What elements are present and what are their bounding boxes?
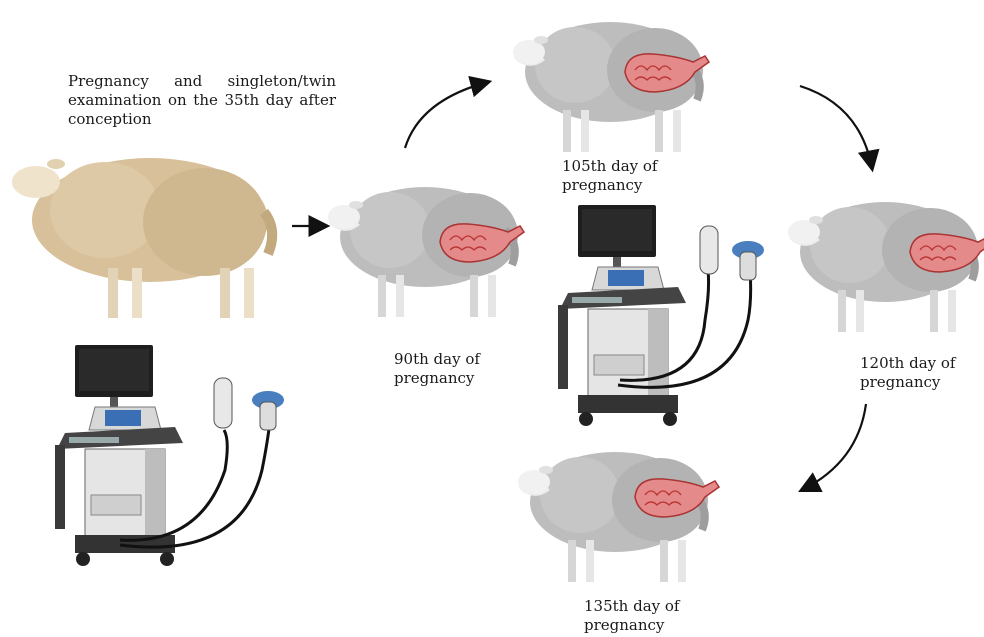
label-day135: 135th day of pregnancy [584,597,679,635]
sheep-day90 [328,187,524,317]
arrow-120-to-135 [802,404,866,490]
label-day105-line1: 105th day of [562,157,657,176]
label-day120-line1: 120th day of [860,354,955,373]
ultrasound-machine-left [55,345,183,566]
ultrasound-machine-center [558,205,686,426]
label-day105: 105th day of pregnancy [562,157,657,195]
sheep-day105 [513,22,709,152]
label-day90-line2: pregnancy [394,369,480,388]
label-day120-line2: pregnancy [860,373,955,392]
arrow-90-to-105 [405,82,488,148]
label-day120: 120th day of pregnancy [860,354,955,392]
arrow-105-to-120 [800,86,872,168]
label-day105-line2: pregnancy [562,176,657,195]
label-day135-line1: 135th day of [584,597,679,616]
sheep-day120 [788,202,984,332]
label-day90-line1: 90th day of [394,350,480,369]
label-day90: 90th day of pregnancy [394,350,480,388]
label-day135-line2: pregnancy [584,616,679,635]
intro-label: Pregnancy and singleton/twin examination… [68,72,336,129]
sheep-day135 [518,452,719,582]
base-sheep [12,158,272,318]
